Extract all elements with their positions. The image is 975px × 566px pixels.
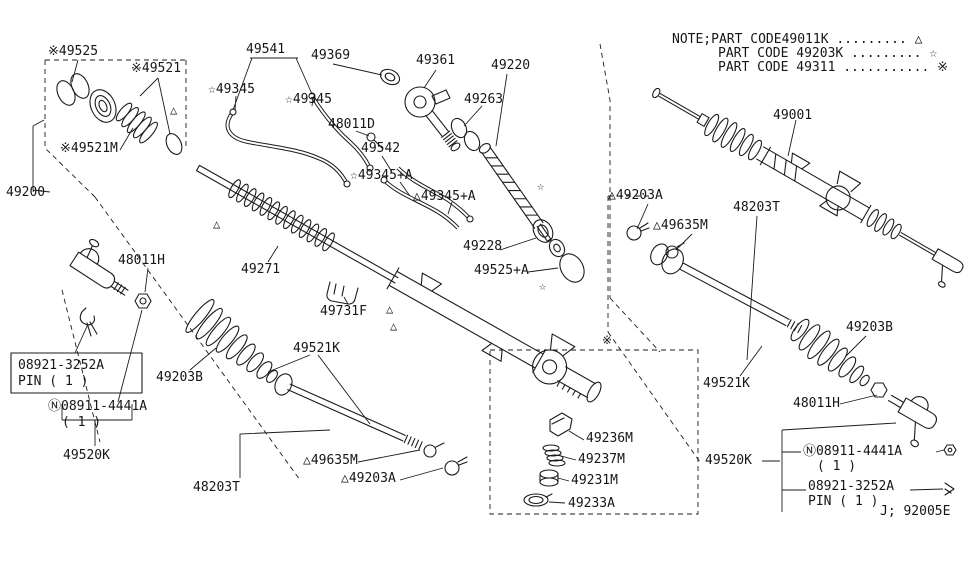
cotter-pin-right [944,482,955,496]
part-label: 08921-3252A [18,358,105,373]
part-label: △49203A [608,188,663,203]
worm-gear-shaft [478,143,552,242]
note-line-2: PART CODE 49203K ......... ☆ [718,46,938,61]
part-label: △49345+A [413,189,476,204]
spring-49237m [542,444,566,467]
part-label: 48011H [118,253,165,268]
ring-pair-49263 [450,117,481,152]
assembly-boot-1 [704,113,763,161]
seal-ring-set [56,73,183,155]
group-outlines [44,43,701,515]
stud-nut-icon [943,444,957,456]
part-label: PIN ( 1 ) [808,494,879,509]
part-label: 49520K [705,453,752,468]
part-label: 49228 [463,239,503,254]
part-label: 48011D [328,117,375,132]
part-label: 49231M [571,473,618,488]
inner-tie-rod-left [274,373,468,476]
part-label: Ⓝ08911-4441A [48,399,148,414]
inner-tie-rod-right [626,222,803,334]
clip-49635m-left [423,444,437,458]
part-label: ☆49345 [208,82,255,97]
bushing-49231m [539,469,559,487]
spring-washer-49233a [523,493,553,507]
part-label: ( 1 ) [817,459,857,474]
part-label: △49635M [653,218,708,233]
part-marker: △ [213,217,221,231]
small-bellows [115,102,158,144]
part-label: 49521K [293,341,340,356]
part-label: 49203B [156,370,203,385]
part-label: 49200 [6,185,46,200]
part-label: ※49521M [60,141,118,156]
cotter-pin-left [79,307,98,337]
part-label: 49525+A [474,263,529,278]
part-label: 49520K [63,448,110,463]
part-label: 49236M [586,431,633,446]
part-label: 49220 [491,58,531,73]
part-label: 49541 [246,42,286,57]
part-label: 49233A [568,496,615,511]
clamp-49203a-left [444,460,460,476]
part-label: 49369 [311,48,351,63]
part-label: 49271 [241,262,281,277]
part-label: △49203A [341,471,396,486]
assembly-boot-2 [866,209,902,240]
part-label: 49542 [361,141,401,156]
note-line-3: PART CODE 49311 ........... ※ [718,60,949,75]
part-label: 48203T [733,200,780,215]
lock-nut-right [870,382,888,398]
part-label: 49361 [416,53,456,68]
leader-lines [32,57,945,512]
part-marker: ☆ [539,279,547,293]
part-label: △49635M [303,453,358,468]
boot-left [185,299,279,383]
diagram-code: J; 92005E [880,504,951,519]
part-label: ☆49345 [285,92,332,107]
part-label: 08921-3252A [808,479,895,494]
bolt-48011d [366,132,376,142]
rack-spring [228,179,335,252]
part-label: ※49525 [48,44,99,59]
mount-bracket-49236m [549,412,573,437]
clamp-49203a-right [626,225,642,241]
part-label: 49237M [578,452,625,467]
plug-49525a [559,253,585,283]
part-marker: △ [390,319,398,333]
part-label: 49001 [773,108,813,123]
part-label: ☆49345+A [350,168,413,183]
part-label: 49521K [703,376,750,391]
clamp-49731f [326,281,359,305]
clip-49635m-right [665,245,679,259]
parts-box [10,352,143,394]
part-marker: △ [386,302,394,316]
part-label: PIN ( 1 ) [18,374,89,389]
part-label: 49263 [464,92,504,107]
part-label: Ⓝ08911-4441A [803,444,903,459]
boot-right [790,318,870,387]
tie-rod-end-right [870,382,957,496]
part-label: 49731F [320,304,367,319]
part-label: ( 1 ) [62,415,102,430]
pinion-valve-assembly [366,68,461,152]
rack-and-housing [195,164,602,403]
note-line-1: NOTE;PART CODE49011K ......... △ [672,32,923,47]
hydraulic-pipes [225,92,474,230]
castle-nut-left [134,293,152,309]
part-label: 48011H [793,396,840,411]
part-label: 48203T [193,480,240,495]
part-label: ※49521 [131,61,182,76]
bearing-49228 [532,219,566,258]
part-marker: △ [170,103,178,117]
part-marker: ※ [602,333,613,347]
part-label: 49203B [846,320,893,335]
complete-gear-assembly [652,87,964,288]
mount-parts-column [523,412,573,507]
tie-rod-end-left [69,238,152,337]
part-marker: ☆ [537,179,545,193]
